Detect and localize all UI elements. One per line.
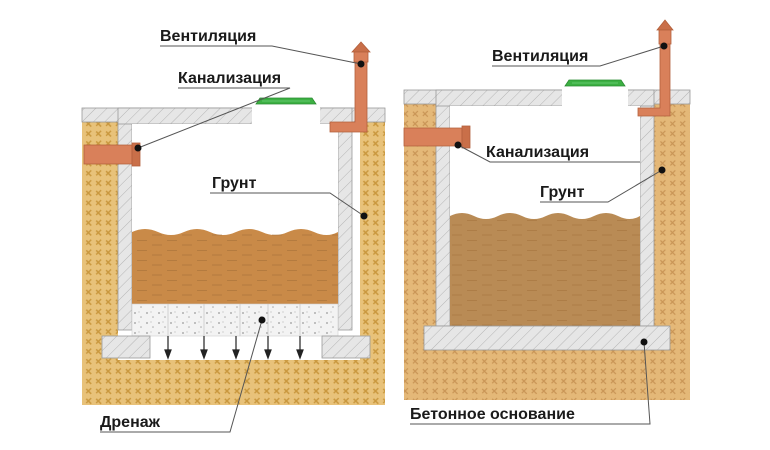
right-label-concrete-base: Бетонное основание: [410, 406, 575, 423]
right-dot-sewer: [454, 141, 462, 149]
right-diagram: Вентиляция Канализация Грунт Бетонное ос…: [403, 19, 691, 425]
left-leader-ventilation: [160, 45, 362, 65]
right-label-sewer: Канализация: [486, 144, 589, 161]
right-sewer-pipe: [403, 127, 463, 147]
left-hatch-opening: [252, 104, 320, 124]
left-label-soil: Грунт: [212, 175, 257, 192]
right-wall-right: [639, 103, 655, 327]
left-gravel-layer: [131, 303, 339, 337]
right-leader-base: [410, 341, 651, 425]
right-leader-soil: [540, 169, 663, 203]
left-wall-right: [337, 121, 353, 331]
left-sewer-pipe: [83, 144, 133, 165]
left-leader-drainage: [100, 319, 263, 433]
left-dot-soil: [360, 212, 368, 220]
left-label-ventilation: Вентиляция: [160, 28, 256, 45]
right-concrete-base: [423, 325, 671, 351]
left-leader-sewer: [137, 87, 291, 149]
right-vent-cap: [656, 19, 674, 31]
left-footing-right: [321, 335, 371, 359]
left-vent-cap: [351, 41, 371, 53]
left-drainage-arrows: [164, 336, 304, 360]
left-label-sewer: Канализация: [178, 70, 281, 87]
left-dot-sewer: [134, 144, 142, 152]
left-dot-drainage: [258, 316, 266, 324]
right-leader-ventilation: [492, 45, 665, 67]
left-label-drainage: Дренаж: [100, 414, 161, 431]
right-label-ventilation: Вентиляция: [492, 48, 588, 65]
right-dot-base: [640, 338, 648, 346]
right-hatch-opening: [562, 86, 628, 106]
left-dot-ventilation: [357, 60, 365, 68]
right-dot-soil: [658, 166, 666, 174]
right-label-soil: Грунт: [540, 184, 585, 201]
right-dot-ventilation: [660, 42, 668, 50]
right-leader-sewer: [457, 144, 640, 163]
left-footing-left: [101, 335, 151, 359]
left-diagram: Вентиляция Канализация Грунт Дренаж: [81, 28, 386, 433]
left-leader-soil: [210, 192, 365, 217]
